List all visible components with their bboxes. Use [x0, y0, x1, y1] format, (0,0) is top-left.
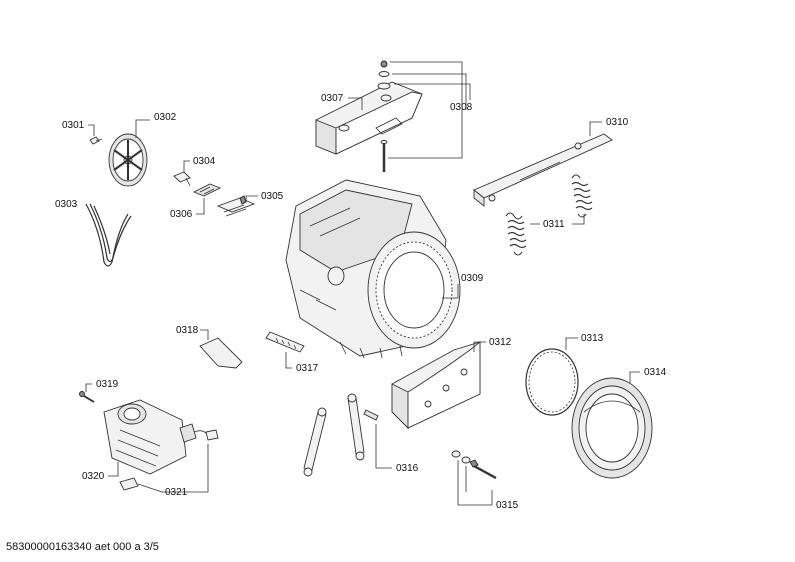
leader-0312: [473, 341, 486, 352]
part-0321-motor-parts: [119, 477, 139, 491]
label-0315: 0315: [496, 500, 519, 511]
part-0308-hardware: [377, 60, 391, 172]
leader-0313: [565, 337, 578, 350]
leader-0317: [285, 352, 292, 369]
part-0304-sensor: [173, 171, 191, 187]
label-0318: 0318: [176, 325, 199, 336]
leader-0302: [135, 119, 150, 138]
part-0319-screw: [79, 391, 95, 403]
label-0320: 0320: [82, 471, 105, 482]
label-0303: 0303: [55, 199, 78, 210]
leader-0305: [245, 195, 258, 202]
leader-0304: [183, 160, 190, 172]
part-0307-counterweight: [315, 81, 423, 155]
label-0314: 0314: [644, 367, 667, 378]
part-0306-bracket: [192, 183, 222, 197]
label-0309: 0309: [461, 273, 484, 284]
part-0301-screw: [89, 136, 103, 145]
leader-0307: [348, 97, 363, 110]
label-0305: 0305: [261, 191, 284, 202]
leader-0320: [108, 462, 119, 477]
document-id: 58300000163340 aet 000 a 3/5: [6, 541, 159, 553]
part-0303-belt: [85, 203, 132, 267]
leader-0314: [629, 371, 640, 384]
leader-0316: [375, 424, 392, 469]
leader-0309: [442, 284, 459, 299]
leader-0311: [530, 214, 585, 225]
part-0316-dampers: [303, 393, 379, 477]
part-0315-bolt: [451, 450, 497, 480]
label-0313: 0313: [581, 333, 604, 344]
label-0304: 0304: [193, 156, 216, 167]
label-0312: 0312: [489, 337, 512, 348]
label-0301: 0301: [62, 120, 85, 131]
label-0306: 0306: [170, 209, 193, 220]
part-0310-bracket: [473, 133, 613, 207]
label-0302: 0302: [154, 112, 177, 123]
label-0316: 0316: [396, 463, 419, 474]
label-0307: 0307: [321, 93, 344, 104]
part-0317-bracket: [265, 331, 305, 353]
part-0313-clamp: [525, 348, 579, 416]
leader-0310: [589, 121, 602, 136]
leader-0321: [137, 444, 209, 493]
leader-0301: [88, 124, 95, 136]
label-0311: 0311: [543, 219, 565, 230]
part-0305-heater: [216, 195, 256, 217]
label-0310: 0310: [606, 117, 629, 128]
part-0320-motor: [103, 399, 219, 475]
part-0312-counterweight: [391, 341, 481, 430]
label-0308: 0308: [450, 102, 473, 113]
leader-0315: [457, 460, 493, 506]
label-0319: 0319: [96, 379, 119, 390]
leader-0306: [196, 198, 205, 215]
part-0311-springs: [505, 174, 593, 256]
part-0309-tub: [285, 179, 461, 359]
part-0302-pulley: [108, 133, 148, 187]
leader-0319: [85, 383, 92, 392]
label-0317: 0317: [296, 363, 319, 374]
label-0321: 0321: [165, 487, 188, 498]
leader-0318: [200, 329, 209, 340]
part-0318-clip: [199, 337, 243, 369]
part-0314-gasket: [571, 377, 653, 479]
leader-0308: [388, 61, 471, 159]
